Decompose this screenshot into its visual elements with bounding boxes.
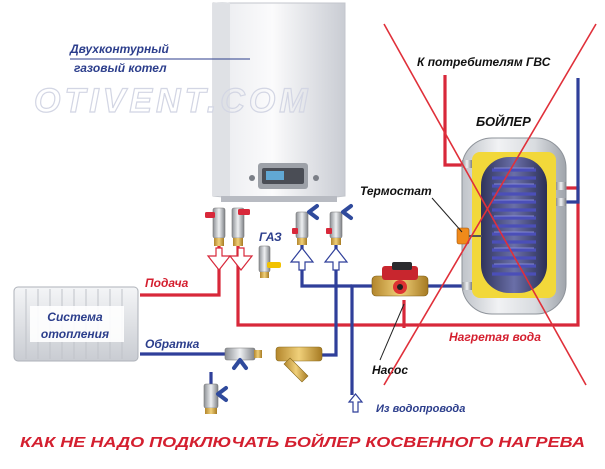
water-main-label: Из водопровода — [376, 403, 465, 415]
thermostat-leader-line — [431, 197, 463, 233]
flow-arrow-icon — [289, 247, 315, 271]
flow-arrow-icon — [206, 247, 232, 271]
thermostat-label: Термостат — [360, 184, 432, 198]
pump-leader-line — [379, 303, 405, 361]
ball-valve-icon — [231, 207, 250, 246]
caption: КАК НЕ НАДО ПОДКЛЮЧАТЬ БОЙЛЕР КОСВЕННОГО… — [20, 433, 585, 451]
return-valve — [224, 347, 262, 370]
drain-valve — [203, 383, 228, 414]
return-riser-pipe — [320, 236, 338, 357]
flow-arrow-icon — [347, 393, 364, 413]
boiler-valves — [205, 204, 353, 278]
heating-system-label-line1: Система — [47, 310, 103, 324]
radiator-icon — [13, 286, 139, 362]
heated-water-label: Нагретая вода — [449, 330, 541, 344]
flow-arrows — [206, 247, 364, 413]
flow-arrow-icon — [228, 247, 254, 271]
ball-valve-icon — [326, 204, 353, 245]
wrong-connection-cross — [383, 23, 597, 386]
pump-icon — [371, 262, 429, 297]
ball-valve-icon — [232, 358, 248, 370]
ball-valve-icon — [216, 386, 228, 402]
ball-valve-icon — [292, 204, 319, 245]
tank-label: БОЙЛЕР — [476, 113, 531, 129]
gas-boiler-icon — [212, 2, 346, 202]
strainer-filter-icon — [275, 346, 323, 383]
heated-water-pipe — [236, 186, 580, 327]
pump-label: Насос — [372, 363, 408, 377]
cold-water-pipe — [350, 284, 372, 395]
return-label: Обратка — [145, 337, 200, 351]
flow-arrow-icon — [323, 247, 349, 271]
consumers-label: К потребителям ГВС — [417, 55, 551, 69]
supply-label: Подача — [145, 276, 189, 290]
gas-valve-icon — [258, 245, 281, 278]
boiler-label-line1: Двухконтурный — [69, 42, 169, 56]
watermark: OTIVENT.COM — [34, 82, 312, 120]
boiler-label-line2: газовый котел — [74, 61, 167, 75]
heating-system-label-line2: отопления — [41, 327, 109, 341]
ball-valve-icon — [205, 207, 226, 246]
gas-label: ГАЗ — [259, 230, 282, 244]
